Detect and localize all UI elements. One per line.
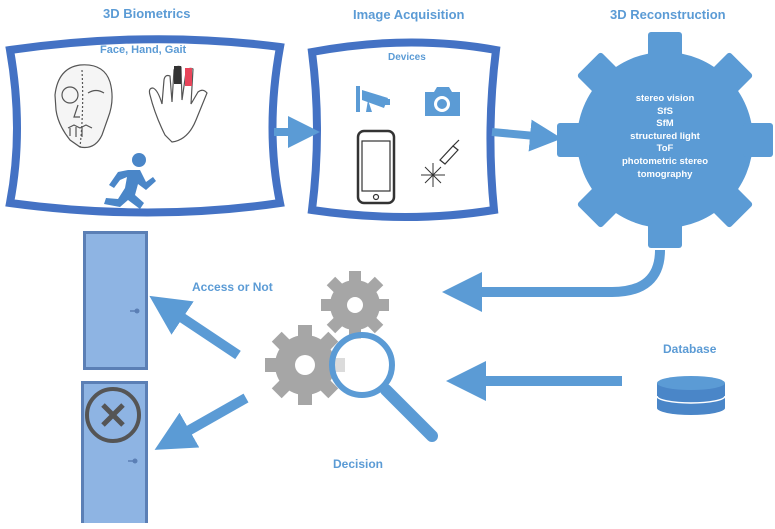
door-icon [83,231,148,370]
hand-icon [148,65,208,143]
method-stereo-vision: stereo vision [635,93,695,104]
decision-label: Decision [333,457,384,471]
biometrics-title: 3D Biometrics [103,6,191,21]
biometrics-subtitle: Face, Hand, Gait [100,44,187,56]
door-denied-icon [81,381,148,523]
laser-icon [421,139,460,187]
denied-x-icon [85,387,141,443]
database-icon [656,376,726,415]
face-skull-icon [54,64,113,149]
reconstruction-methods: stereo vision SfS SfM structured light T… [610,93,720,181]
method-tof: ToF [656,143,674,155]
running-person-icon [104,153,156,209]
arrow-decision-to-access [149,295,241,360]
method-photometric-stereo: photometric stereo [621,155,709,167]
access-label: Access or Not [192,280,273,294]
arrow-acquisition-to-reconstruction [491,119,562,152]
acquisition-frame [307,38,501,221]
camera-icon [425,87,460,116]
arrow-decision-to-denied [154,393,249,450]
database-label: Database [663,342,717,356]
method-sfm: SfM [656,118,674,130]
arrow-reconstruction-to-decision [442,249,665,312]
acquisition-title: Image Acquisition [353,7,465,22]
smartphone-icon [356,129,396,205]
reconstruction-gear [557,32,773,248]
method-sfs: SfS [657,105,673,117]
devices-label: Devices [388,52,426,63]
gears-icon [265,271,389,405]
reconstruction-title: 3D Reconstruction [610,7,726,22]
security-camera-icon [356,86,390,112]
magnifier-icon [329,332,438,442]
method-structured-light: structured light [630,130,700,142]
method-tomography: tomography [637,168,693,180]
